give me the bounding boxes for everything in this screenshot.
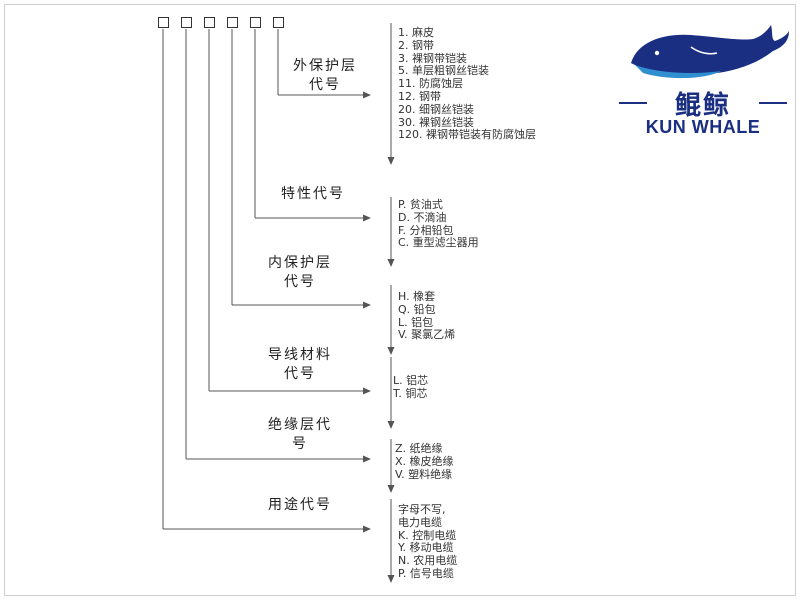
- list-bracket-arrow: [387, 157, 395, 165]
- connector-lines: [162, 23, 395, 583]
- property-code-list: P. 贫油式 D. 不滴油 F. 分相铅包 C. 重型滤尘器用: [398, 198, 479, 250]
- usage-code-list: 字母不写, 电力电缆 K. 控制电缆 Y. 移动电缆 N. 农用电缆 P. 信号…: [398, 503, 458, 581]
- logo-chinese-text: 鲲鲸: [674, 91, 731, 121]
- list-item: T. 铜芯: [393, 386, 428, 400]
- list-bracket-arrow: [387, 575, 395, 583]
- list-item: 12. 钢带: [398, 89, 441, 103]
- list-item: N. 农用电缆: [398, 554, 458, 568]
- inner-protection-list: H. 橡套 Q. 铅包 L. 铝包 V. 聚氯乙烯: [398, 290, 456, 342]
- code-box-6: [273, 17, 284, 28]
- list-bracket-arrow: [387, 347, 395, 355]
- leader-arrow: [363, 387, 371, 395]
- list-item: 30. 裸钢丝铠装: [398, 115, 474, 129]
- conductor-material-title: 导线材料 代号: [268, 347, 332, 382]
- outer-protection-list: 1. 麻皮 2. 钢带 3. 裸钢带铠装 5. 单层粗钢丝铠装 11. 防腐蚀层…: [398, 26, 536, 142]
- code-box-5: [250, 17, 261, 28]
- list-item: 11. 防腐蚀层: [398, 77, 463, 91]
- list-item: C. 重型滤尘器用: [398, 236, 479, 250]
- list-item: F. 分相铅包: [398, 223, 454, 237]
- insulation-code-list: Z. 纸绝缘 X. 橡皮绝缘 V. 塑料绝缘: [395, 442, 454, 481]
- list-item: P. 贫油式: [398, 198, 443, 211]
- logo-line-right: [759, 102, 787, 104]
- leader-arrow: [363, 91, 371, 99]
- insulation-code-title: 绝缘层代 号: [268, 417, 332, 452]
- list-item: 20. 细钢丝铠装: [398, 102, 474, 116]
- list-item: P. 信号电缆: [398, 566, 454, 580]
- list-item: 字母不写,: [398, 503, 446, 516]
- list-item: X. 橡皮绝缘: [395, 454, 454, 468]
- leader-arrow: [363, 214, 371, 222]
- leader-arrow: [363, 525, 371, 533]
- list-item: K. 控制电缆: [398, 528, 457, 542]
- list-item: Z. 纸绝缘: [395, 442, 443, 455]
- list-item: Y. 移动电缆: [398, 541, 454, 555]
- kun-whale-logo: 鲲鲸 KUN WHALE: [613, 19, 793, 144]
- code-box-4: [227, 17, 238, 28]
- list-item: V. 塑料绝缘: [395, 467, 453, 481]
- list-item: 2. 钢带: [398, 38, 434, 52]
- list-item: 5. 单层粗钢丝铠装: [398, 64, 489, 78]
- list-item: H. 橡套: [398, 290, 436, 303]
- list-item: 电力电缆: [398, 515, 442, 529]
- property-code-title: 特性代号: [281, 186, 345, 202]
- inner-protection-title: 内保护层 代号: [268, 255, 332, 290]
- list-item: V. 聚氯乙烯: [398, 328, 456, 342]
- leader-arrow: [363, 301, 371, 309]
- logo-english-text: KUN WHALE: [645, 117, 761, 137]
- conductor-material-list: L. 铝芯 T. 铜芯: [393, 374, 429, 401]
- list-item: Q. 铅包: [398, 302, 436, 316]
- outer-protection-title: 外保护层 代号: [293, 58, 357, 93]
- logo-line-left: [619, 102, 647, 104]
- code-box-1: [158, 17, 169, 28]
- usage-code-title: 用途代号: [268, 497, 332, 513]
- list-bracket-arrow: [387, 259, 395, 267]
- code-box-3: [204, 17, 215, 28]
- leader-arrow: [363, 455, 371, 463]
- list-bracket-arrow: [387, 421, 395, 429]
- list-item: D. 不滴油: [398, 210, 447, 224]
- list-item: L. 铝包: [398, 315, 434, 329]
- list-item: 120. 裸钢带铠装有防腐蚀层: [398, 128, 536, 142]
- code-box-2: [181, 17, 192, 28]
- list-item: 3. 裸钢带铠装: [398, 51, 467, 65]
- diagram-canvas: 外保护层 代号 特性代号 内保护层 代号 导线材料 代号 绝缘层代 号 用途代号…: [4, 4, 796, 596]
- list-item: 1. 麻皮: [398, 26, 434, 39]
- whale-icon: [631, 25, 789, 79]
- list-item: L. 铝芯: [393, 374, 429, 387]
- list-bracket-arrow: [387, 485, 395, 493]
